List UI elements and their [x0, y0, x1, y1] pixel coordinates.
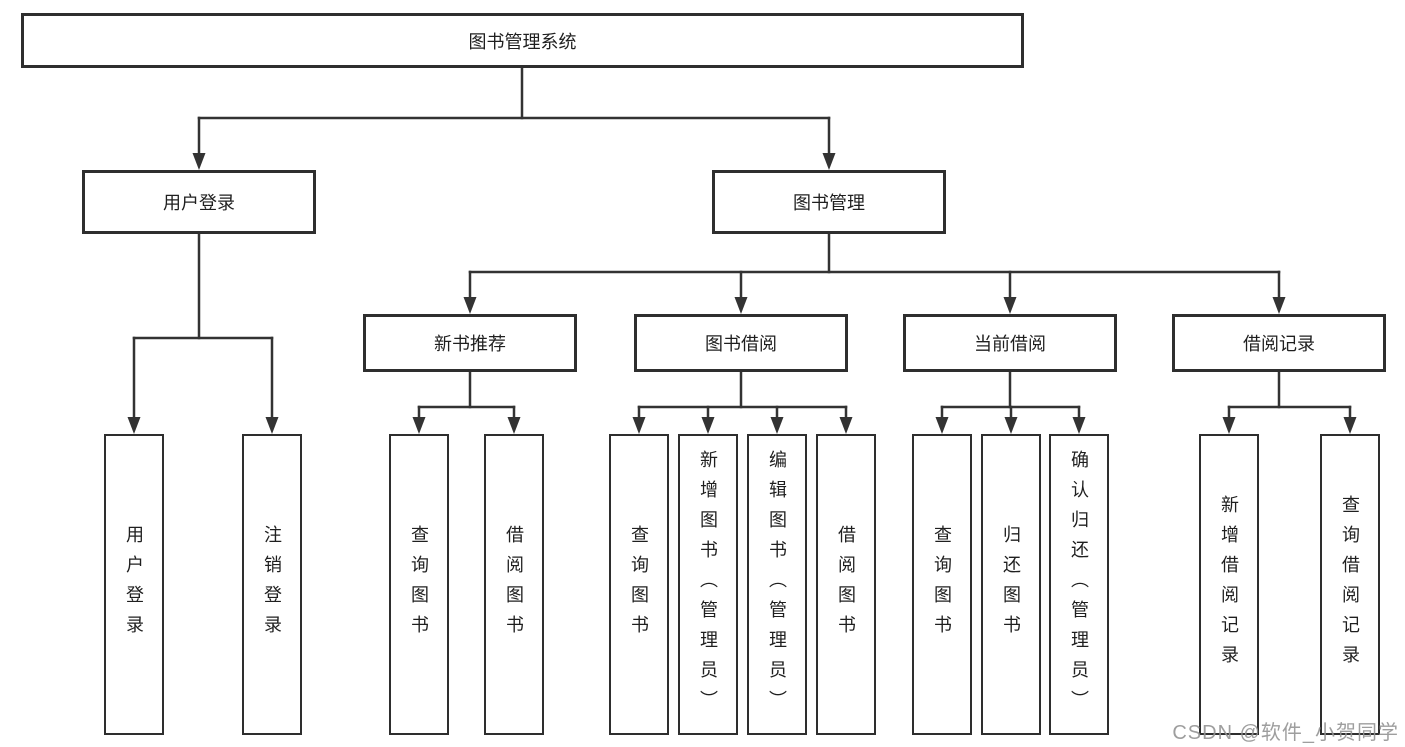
- node-book-borrow: 图书借阅: [634, 314, 848, 372]
- leaf-logout: 注销登录: [242, 434, 302, 735]
- node-label: 借阅图书: [836, 524, 856, 645]
- node-label: 注销登录: [262, 524, 282, 645]
- node-label: 归还图书: [1001, 524, 1021, 645]
- leaf-edit-book-admin: 编辑图书（管理员）: [747, 434, 807, 735]
- leaf-query-books-recommend: 查询图书: [389, 434, 449, 735]
- node-label: 用户登录: [124, 524, 144, 645]
- leaf-query-borrow-record: 查询借阅记录: [1320, 434, 1380, 735]
- node-label: 借阅记录: [1243, 334, 1315, 354]
- leaf-query-books-current: 查询图书: [912, 434, 972, 735]
- csdn-watermark: CSDN @软件_小贺同学: [1172, 722, 1399, 744]
- node-label: 查询图书: [932, 524, 952, 645]
- node-label: 借阅图书: [504, 524, 524, 645]
- node-label: 当前借阅: [974, 334, 1046, 354]
- node-label: 新增借阅记录: [1219, 494, 1239, 675]
- node-borrow-records: 借阅记录: [1172, 314, 1386, 372]
- node-label: 新书推荐: [434, 334, 506, 354]
- node-label: 图书管理系统: [468, 31, 577, 52]
- node-current-borrow: 当前借阅: [903, 314, 1117, 372]
- leaf-borrow-books-borrow: 借阅图书: [816, 434, 876, 735]
- node-label: 图书管理: [793, 193, 865, 213]
- node-label: 查询图书: [409, 524, 429, 645]
- node-new-book-recommend: 新书推荐: [363, 314, 577, 372]
- leaf-add-borrow-record: 新增借阅记录: [1199, 434, 1259, 735]
- leaf-query-books-borrow: 查询图书: [609, 434, 669, 735]
- node-book-management: 图书管理: [712, 170, 946, 234]
- node-library-management-system: 图书管理系统: [21, 13, 1024, 68]
- node-label: 查询借阅记录: [1340, 494, 1360, 675]
- node-label: 确认归还（管理员）: [1069, 449, 1089, 720]
- leaf-confirm-return-admin: 确认归还（管理员）: [1049, 434, 1109, 735]
- leaf-borrow-books-recommend: 借阅图书: [484, 434, 544, 735]
- node-label: 新增图书（管理员）: [698, 449, 718, 720]
- node-label: 查询图书: [629, 524, 649, 645]
- node-user-login: 用户登录: [82, 170, 316, 234]
- leaf-add-book-admin: 新增图书（管理员）: [678, 434, 738, 735]
- leaf-return-book: 归还图书: [981, 434, 1041, 735]
- node-label: 编辑图书（管理员）: [767, 449, 787, 720]
- leaf-user-login: 用户登录: [104, 434, 164, 735]
- node-label: 图书借阅: [705, 334, 777, 354]
- node-label: 用户登录: [163, 193, 235, 213]
